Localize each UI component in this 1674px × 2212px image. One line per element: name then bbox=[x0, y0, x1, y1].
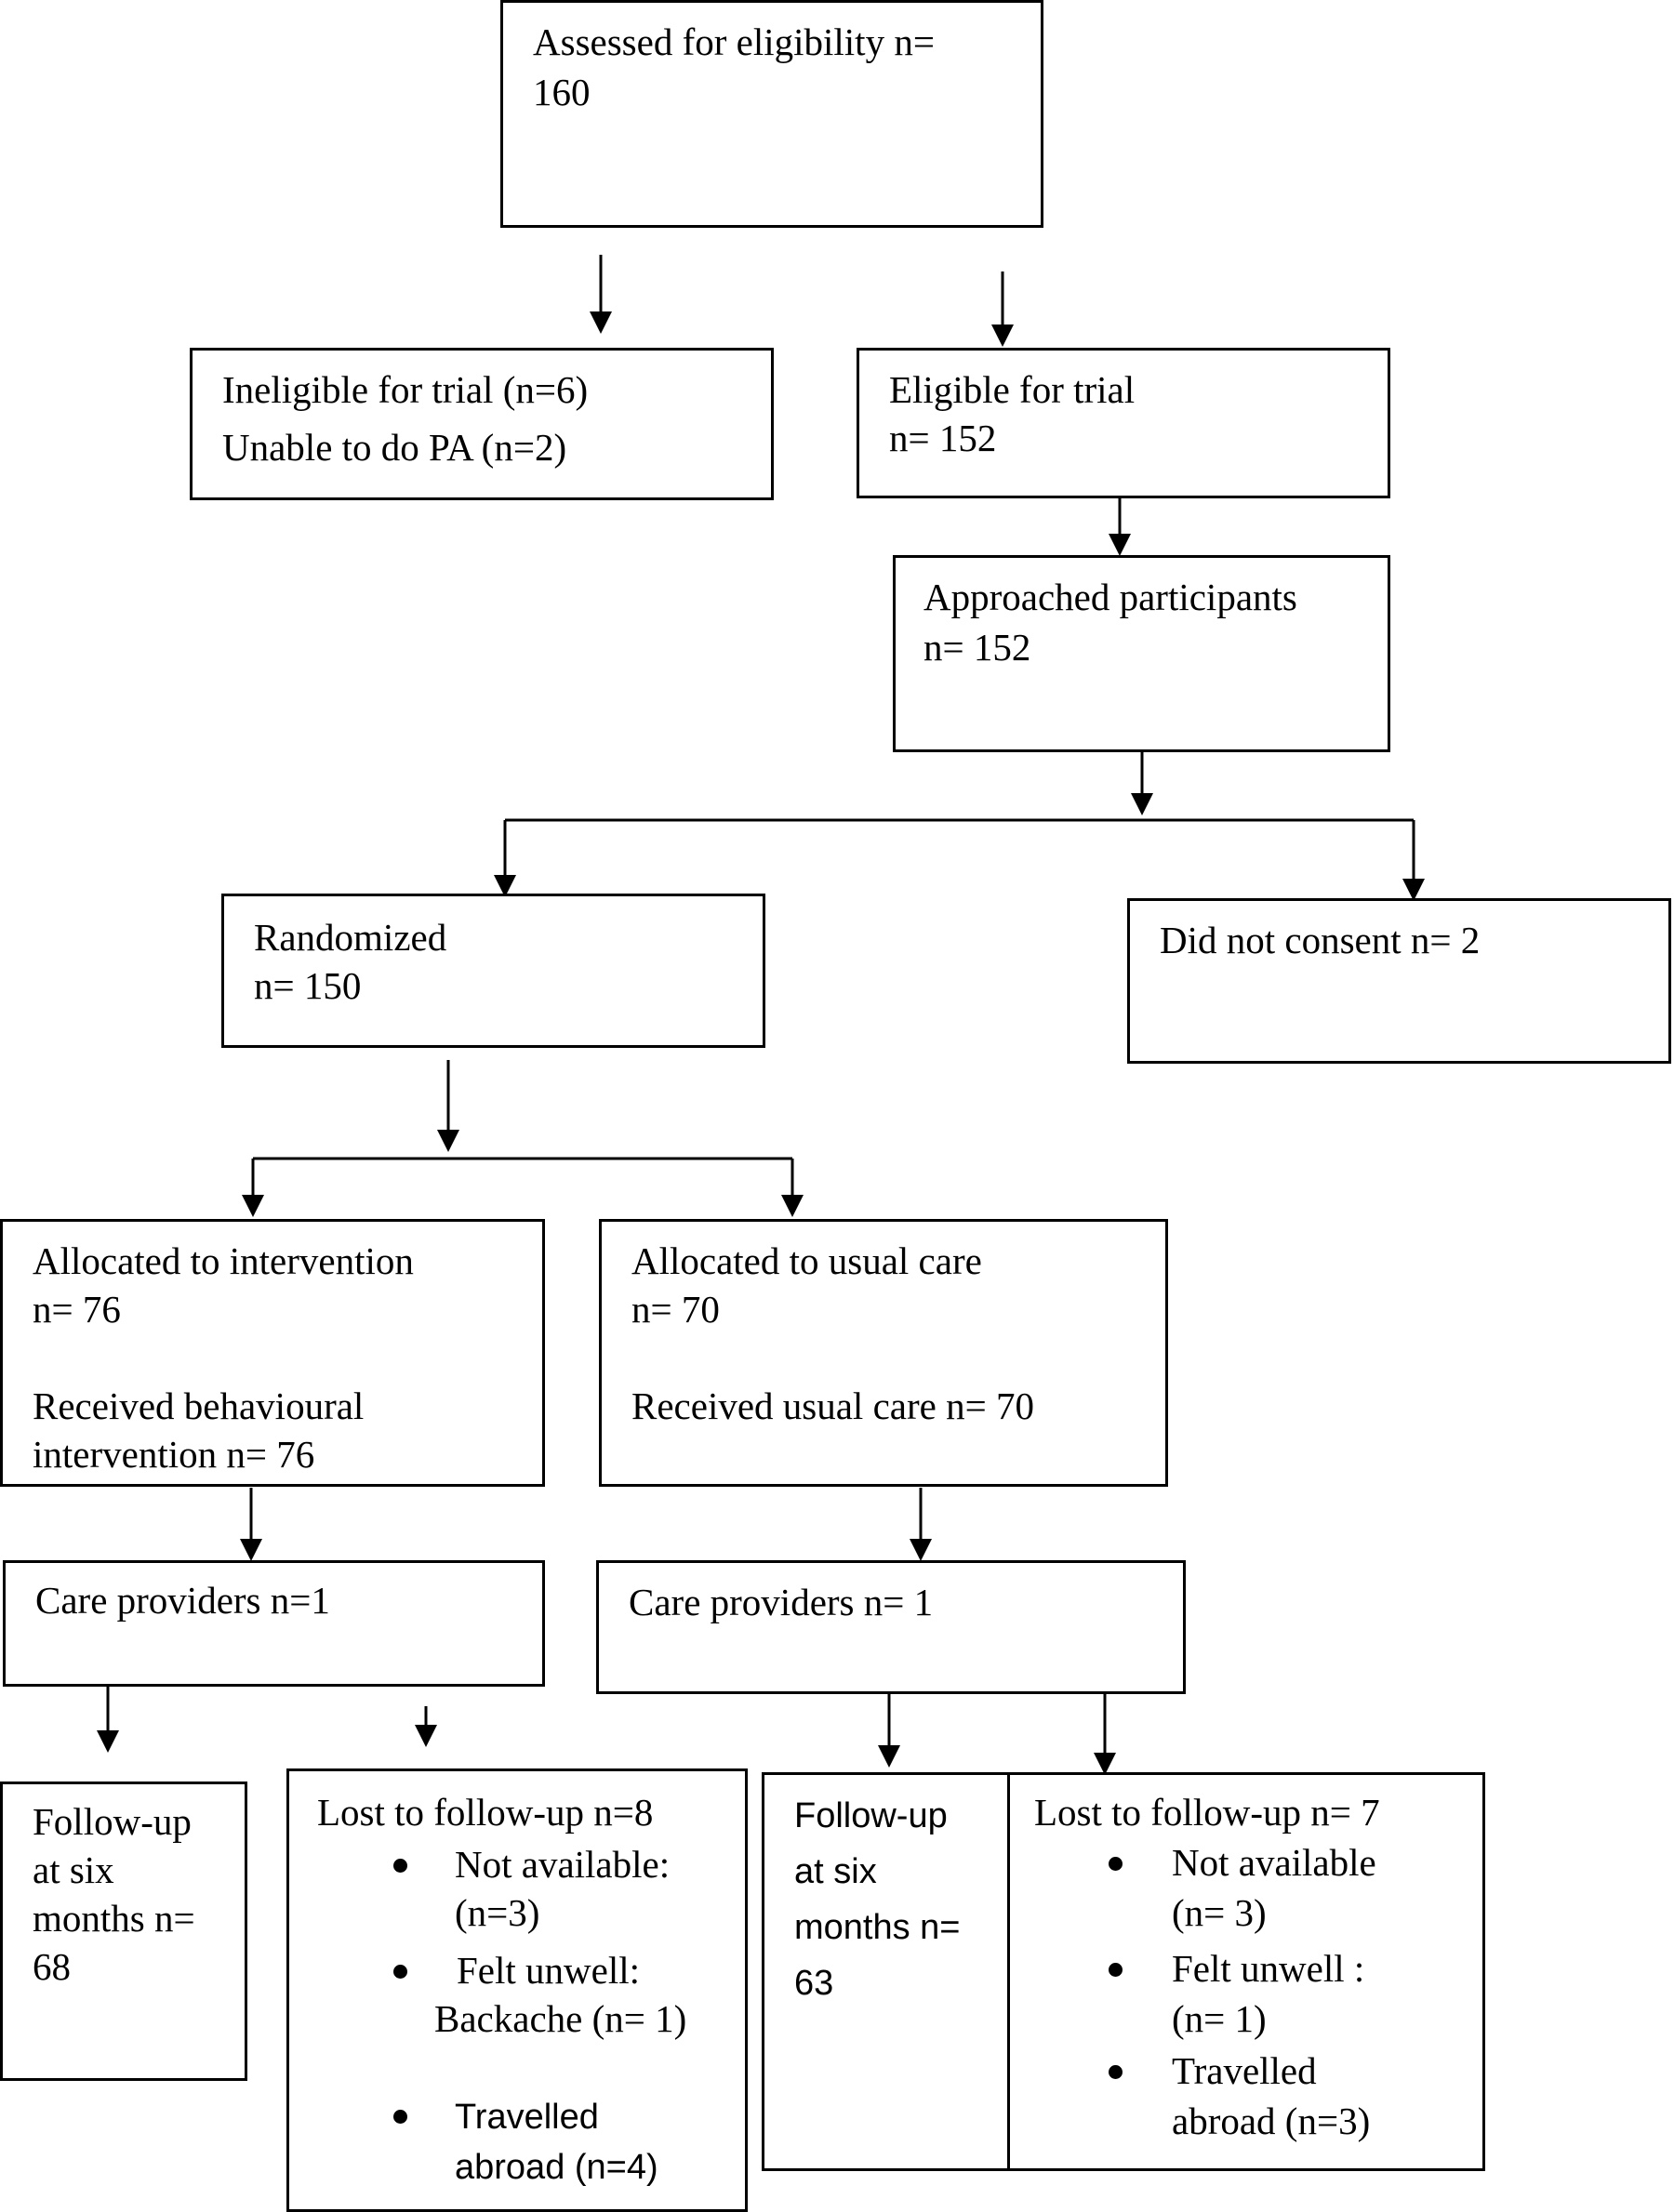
alloc-usual-line1: Allocated to usual care bbox=[631, 1239, 982, 1282]
assessed-line2: 160 bbox=[533, 71, 591, 113]
lost-left-b1a: Not available: bbox=[455, 1843, 671, 1886]
approached-line2: n= 152 bbox=[923, 626, 1031, 669]
alloc-intervention-box: Allocated to intervention n= 76 Received… bbox=[0, 1219, 545, 1487]
randomized-line2: n= 150 bbox=[254, 964, 362, 1007]
lost-right-b3b: abroad (n=3) bbox=[1172, 2099, 1371, 2142]
lost-right-bullet-2 bbox=[1109, 1963, 1123, 1977]
providers-right-box: Care providers n= 1 bbox=[596, 1560, 1186, 1694]
alloc-usual-line3: Received usual care n= 70 bbox=[631, 1384, 1034, 1427]
lost-right-b2b: (n= 1) bbox=[1172, 1997, 1267, 2040]
followup-left-box: Follow-up at six months n= 68 bbox=[0, 1782, 247, 2081]
followup-right-box: Follow-up at six months n= 63 bbox=[762, 1772, 1010, 2171]
eligible-box: Eligible for trial n= 152 bbox=[857, 348, 1390, 498]
providers-left-box: Care providers n=1 bbox=[3, 1560, 545, 1687]
followup-left-line1: Follow-up bbox=[33, 1800, 192, 1843]
followup-right-line1: Follow-up bbox=[794, 1796, 948, 1835]
followup-left-line3: months n= bbox=[33, 1897, 195, 1940]
lost-left-b2b: Backache (n= 1) bbox=[434, 1997, 687, 2040]
lost-left-title: Lost to follow-up n=8 bbox=[317, 1791, 654, 1834]
ineligible-line2: Unable to do PA (n=2) bbox=[222, 426, 567, 469]
approached-line1: Approached participants bbox=[923, 576, 1297, 618]
no-consent-box: Did not consent n= 2 bbox=[1127, 898, 1671, 1064]
ineligible-box: Ineligible for trial (n=6) Unable to do … bbox=[190, 348, 774, 500]
lost-left-box: Lost to follow-up n=8 Not available: (n=… bbox=[286, 1768, 748, 2212]
lost-left-b3a: Travelled bbox=[455, 2098, 599, 2137]
lost-right-title: Lost to follow-up n= 7 bbox=[1034, 1791, 1380, 1834]
alloc-usual-line2: n= 70 bbox=[631, 1288, 720, 1331]
lost-left-bullet-1 bbox=[393, 1859, 407, 1873]
eligible-line1: Eligible for trial bbox=[889, 368, 1136, 411]
approached-box: Approached participants n= 152 bbox=[893, 555, 1390, 752]
lost-left-b2a: Felt unwell: bbox=[457, 1949, 641, 1992]
eligible-line2: n= 152 bbox=[889, 417, 997, 459]
followup-right-line2: at six bbox=[794, 1852, 877, 1891]
lost-right-box: Lost to follow-up n= 7 Not available (n=… bbox=[1007, 1772, 1485, 2171]
assessed-line1: Assessed for eligibility n= bbox=[533, 20, 935, 63]
ineligible-line1: Ineligible for trial (n=6) bbox=[222, 368, 589, 411]
followup-left-line4: 68 bbox=[33, 1945, 71, 1988]
alloc-intervention-line2: n= 76 bbox=[33, 1288, 121, 1331]
assessed-box: Assessed for eligibility n= 160 bbox=[500, 0, 1043, 228]
randomized-box: Randomized n= 150 bbox=[221, 894, 765, 1048]
randomized-line1: Randomized bbox=[254, 916, 447, 959]
lost-right-bullet-1 bbox=[1109, 1857, 1123, 1871]
no-consent-line1: Did not consent n= 2 bbox=[1160, 919, 1481, 961]
lost-right-b1b: (n= 3) bbox=[1172, 1891, 1267, 1934]
lost-left-bullet-2 bbox=[393, 1965, 407, 1979]
lost-right-b1a: Not available bbox=[1172, 1841, 1376, 1884]
lost-right-b2a: Felt unwell : bbox=[1172, 1947, 1365, 1990]
providers-right-line1: Care providers n= 1 bbox=[629, 1581, 934, 1623]
alloc-intervention-line1: Allocated to intervention bbox=[33, 1239, 414, 1282]
followup-right-line3: months n= bbox=[794, 1908, 961, 1947]
alloc-intervention-line3: Received behavioural bbox=[33, 1384, 365, 1427]
followup-left-line2: at six bbox=[33, 1848, 114, 1891]
lost-left-bullet-3 bbox=[393, 2110, 407, 2124]
alloc-intervention-line4: intervention n= 76 bbox=[33, 1433, 315, 1476]
lost-right-bullet-3 bbox=[1109, 2065, 1123, 2079]
lost-right-b3a: Travelled bbox=[1172, 2049, 1317, 2092]
lost-left-b1b: (n=3) bbox=[455, 1891, 540, 1934]
followup-right-line4: 63 bbox=[794, 1964, 834, 2003]
alloc-usual-box: Allocated to usual care n= 70 Received u… bbox=[599, 1219, 1168, 1487]
providers-left-line1: Care providers n=1 bbox=[35, 1579, 330, 1622]
lost-left-b3b: abroad (n=4) bbox=[455, 2148, 658, 2187]
